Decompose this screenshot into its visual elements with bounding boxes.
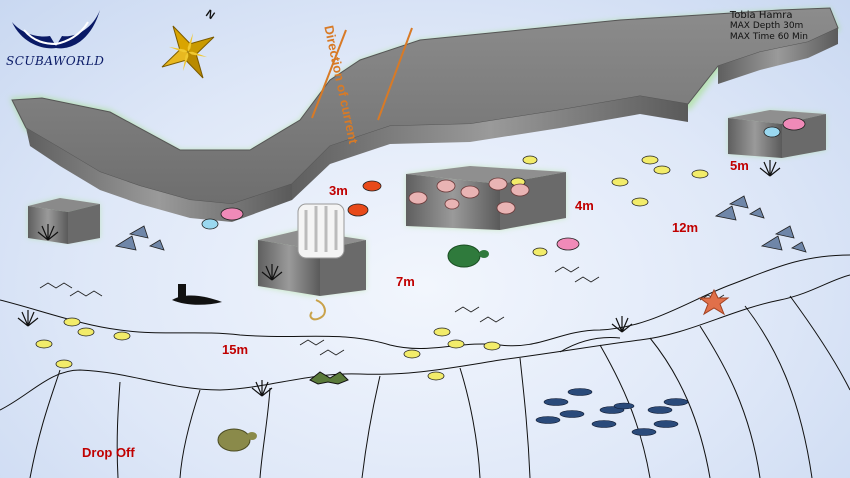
scubaworld-logo-icon bbox=[12, 10, 100, 49]
main-reef bbox=[10, 7, 840, 222]
octopus-icon bbox=[309, 371, 349, 385]
depth-label-12m: 12m bbox=[672, 220, 699, 235]
max-time: MAX Time 60 Min bbox=[729, 32, 808, 42]
seabed-drop-off bbox=[0, 254, 850, 478]
logo-text: SCUBAWORLD bbox=[6, 54, 105, 68]
depth-label-7m: 7m bbox=[396, 274, 415, 289]
rock-west bbox=[28, 198, 100, 244]
sea-turtle-icon bbox=[217, 428, 257, 452]
parrotfish-icons bbox=[201, 117, 806, 251]
depth-label-5m: 5m bbox=[730, 158, 749, 173]
seahorse-icon bbox=[309, 299, 326, 321]
white-coral-icon bbox=[297, 203, 345, 259]
banded-fish-icons bbox=[114, 195, 807, 253]
moray-eel-icon bbox=[172, 284, 222, 305]
max-depth: MAX Depth 30m bbox=[729, 21, 804, 31]
yellow-fish-icons bbox=[35, 155, 709, 381]
depth-label-15m: 15m bbox=[222, 342, 249, 357]
tuna-school-icons bbox=[535, 388, 689, 436]
drop-off-label: Drop Off bbox=[82, 445, 135, 460]
site-name: Tobia Hamra bbox=[729, 10, 793, 21]
pufferfish-icons bbox=[408, 177, 530, 215]
depth-label-3m: 3m bbox=[329, 183, 348, 198]
green-turtle-icon bbox=[447, 244, 489, 268]
sand-ripples bbox=[39, 266, 725, 356]
starfish-icon bbox=[698, 288, 730, 316]
compass-rose-icon bbox=[161, 25, 215, 79]
rock-pinnacle-4m bbox=[406, 166, 566, 230]
depth-label-4m: 4m bbox=[575, 198, 594, 213]
sea-fan-icons bbox=[17, 160, 781, 397]
current-arrows bbox=[311, 27, 413, 121]
site-info: Tobia Hamra MAX Depth 30m MAX Time 60 Mi… bbox=[730, 10, 808, 43]
clownfish-icons bbox=[347, 180, 382, 217]
